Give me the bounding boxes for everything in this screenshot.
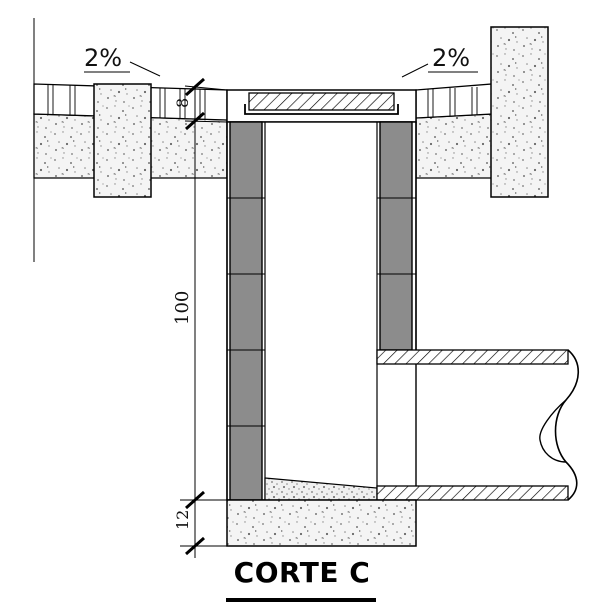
left-pavement bbox=[33, 83, 228, 198]
left-brick-wall bbox=[229, 121, 263, 501]
slope-label-right: 2% bbox=[432, 44, 470, 72]
dimension-cover: 8 bbox=[173, 98, 192, 108]
cover-grate bbox=[248, 92, 395, 111]
dimension-depth: 100 bbox=[172, 291, 193, 325]
slope-label-left: 2% bbox=[84, 44, 122, 72]
manhole-cover bbox=[226, 89, 417, 123]
left-curb bbox=[93, 83, 152, 198]
section-title: CORTE C bbox=[233, 556, 371, 589]
title-underline bbox=[226, 598, 376, 602]
right-curb bbox=[490, 26, 549, 198]
slope-indicator-left bbox=[84, 61, 161, 77]
chamber bbox=[226, 121, 417, 501]
slope-indicator-right bbox=[401, 63, 478, 78]
dimension-base: 12 bbox=[173, 510, 192, 530]
right-pavement bbox=[415, 26, 549, 198]
base-slab bbox=[226, 499, 417, 547]
outlet-pipe bbox=[376, 349, 580, 501]
right-brick-wall bbox=[379, 121, 413, 351]
dimension-lines bbox=[180, 77, 228, 558]
